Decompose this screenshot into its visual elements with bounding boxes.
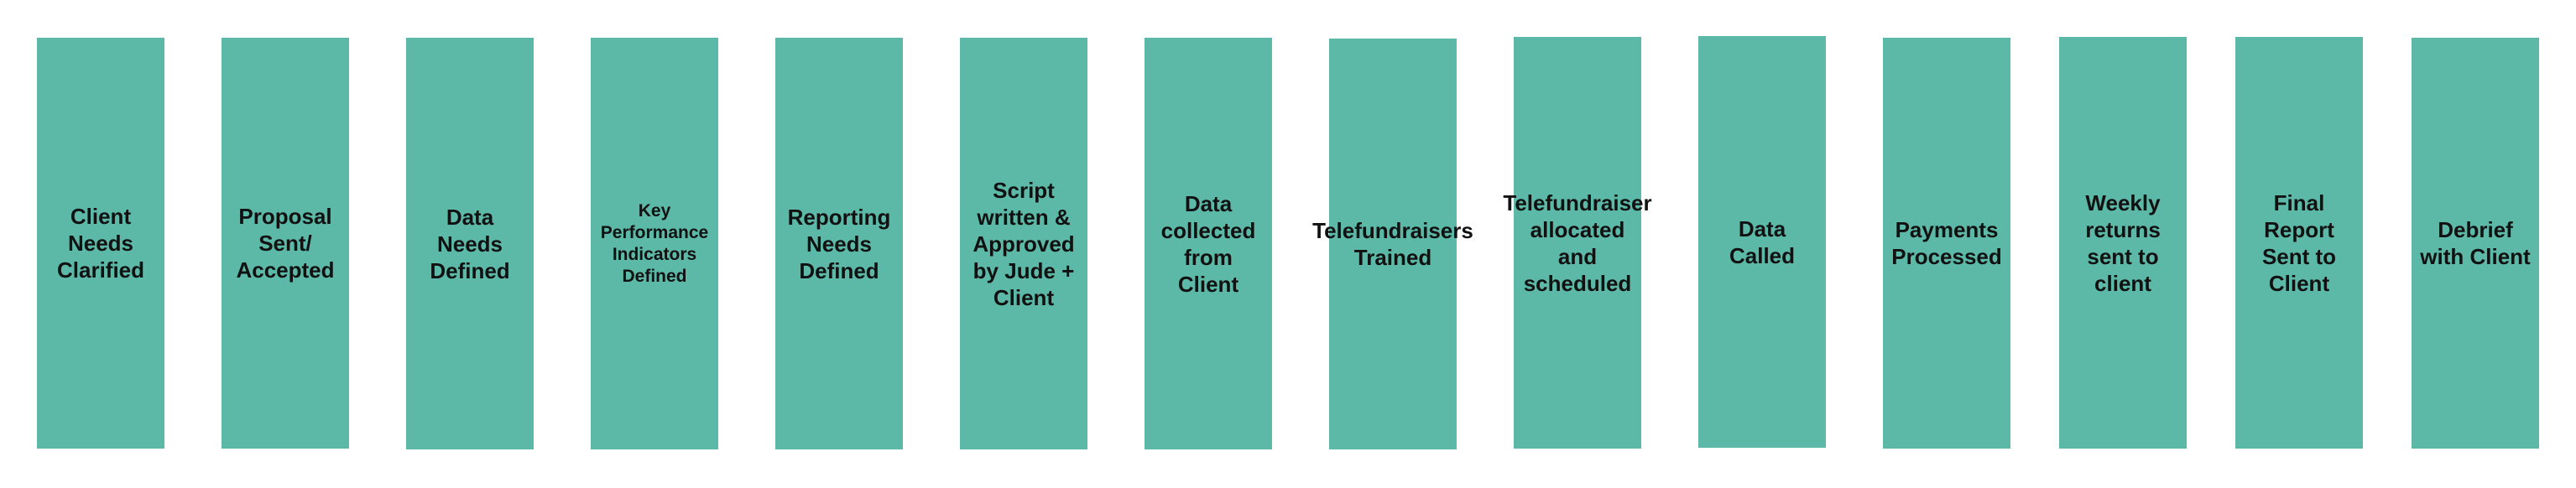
step-label: Weekly returns sent to client [2085, 189, 2161, 296]
step-debrief-with-client: Debrief with Client [2412, 38, 2539, 449]
step-label: Script written & Approved by Jude + Clie… [973, 177, 1075, 310]
step-key-performance-indicators-defined: Key Performance Indicators Defined [591, 38, 718, 449]
step-final-report-sent: Final Report Sent to Client [2235, 37, 2363, 449]
step-telefundraisers-trained: Telefundraisers Trained [1312, 39, 1473, 449]
step-data-called: Data Called [1698, 36, 1826, 448]
step-label: Telefundraisers Trained [1312, 218, 1473, 270]
step-label: Reporting Needs Defined [787, 204, 891, 283]
step-reporting-needs-defined: Reporting Needs Defined [775, 38, 903, 449]
step-data-collected-from-client: Data collected from Client [1145, 38, 1272, 449]
step-label: Data collected from Client [1160, 190, 1256, 297]
step-label: Telefundraiser allocated and scheduled [1503, 189, 1652, 296]
step-proposal-sent-accepted: Proposal Sent/ Accepted [222, 38, 349, 449]
step-label: Final Report Sent to Client [2261, 189, 2337, 296]
step-payments-processed: Payments Processed [1883, 38, 2010, 449]
step-client-needs-clarified: Client Needs Clarified [37, 38, 164, 449]
step-script-written-approved: Script written & Approved by Jude + Clie… [960, 38, 1087, 449]
step-label: Client Needs Clarified [56, 204, 145, 283]
step-label: Data Needs Defined [430, 204, 510, 283]
step-telefundraiser-allocated-scheduled: Telefundraiser allocated and scheduled [1503, 37, 1652, 449]
step-label: Proposal Sent/ Accepted [236, 204, 335, 283]
step-data-needs-defined: Data Needs Defined [406, 38, 534, 449]
step-label: Key Performance Indicators Defined [600, 200, 709, 286]
step-label: Payments Processed [1891, 217, 2002, 269]
step-label: Data Called [1729, 215, 1796, 268]
step-label: Debrief with Client [2420, 217, 2531, 269]
step-weekly-returns-sent: Weekly returns sent to client [2059, 37, 2187, 449]
